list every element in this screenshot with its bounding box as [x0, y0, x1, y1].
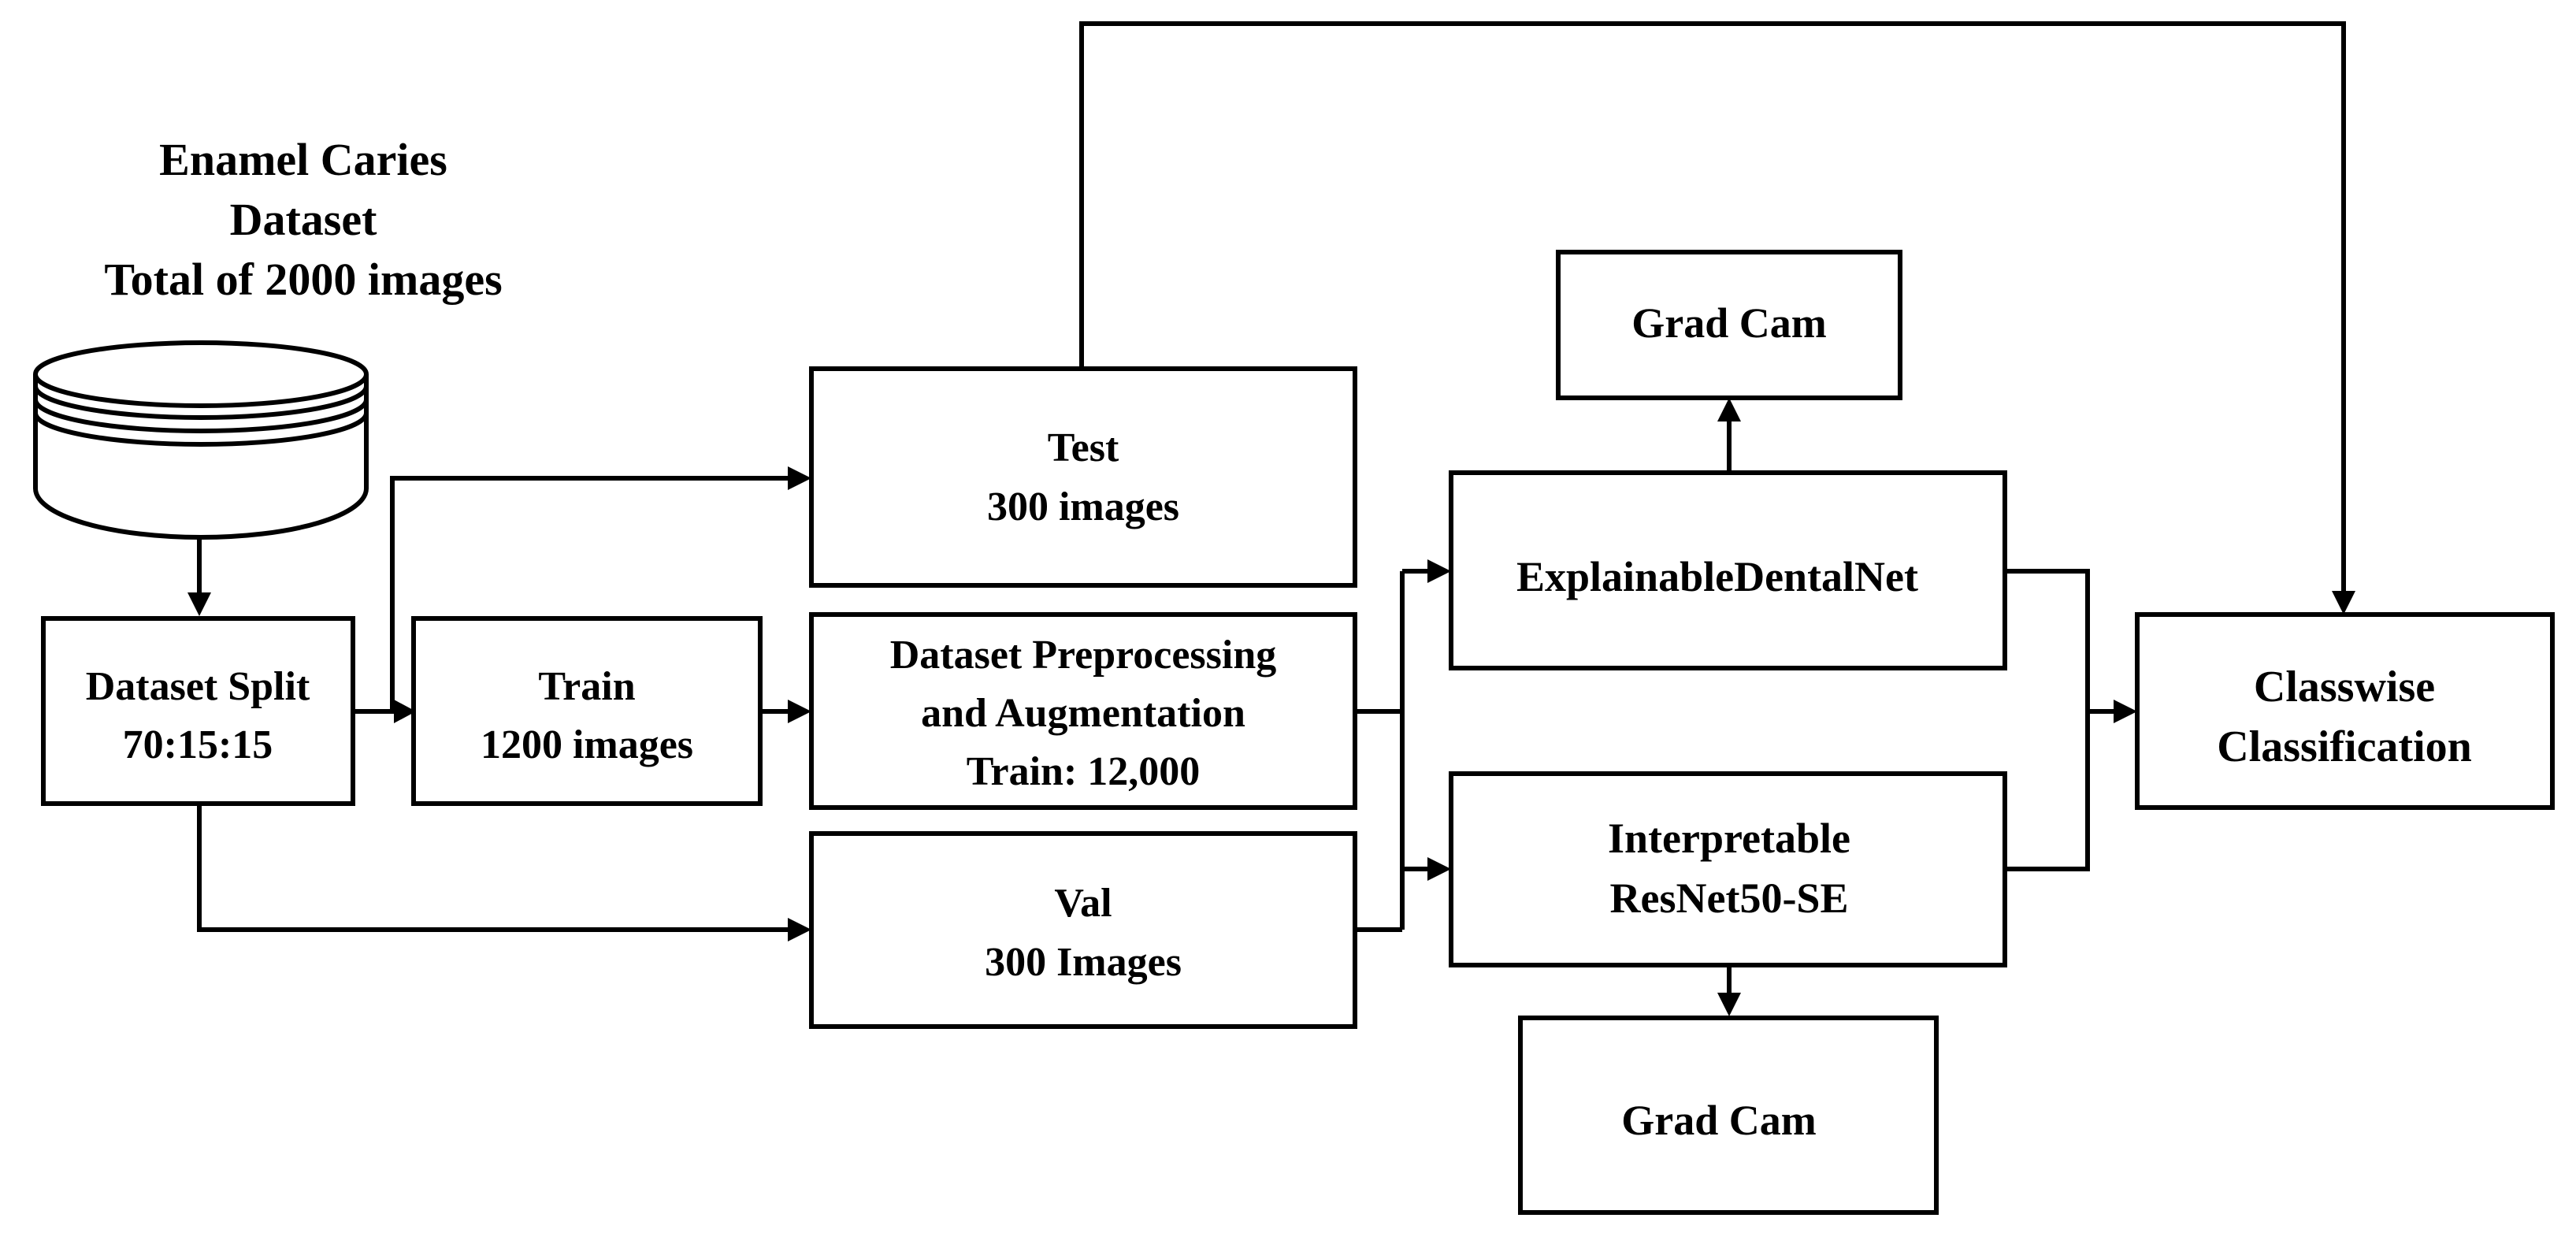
val-label-line1: Val: [1054, 881, 1112, 926]
arrowhead-to-preprocess: [788, 700, 811, 723]
classification-label-line2: Classification: [2217, 722, 2472, 771]
node-interpretable-resnet: Interpretable ResNet50-SE: [1449, 771, 2007, 967]
arrowhead-to-interpretable: [1427, 857, 1451, 881]
test-label-line1: Test: [1048, 425, 1119, 470]
val-label-line2: 300 Images: [985, 940, 1182, 985]
dataset-title: Enamel Caries Dataset Total of 2000 imag…: [104, 134, 502, 305]
connector-split-val: [197, 804, 788, 932]
preprocess-label-line1: Dataset Preprocessing: [890, 633, 1277, 678]
node-dataset-split: Dataset Split 70:15:15: [41, 616, 355, 806]
arrowhead-to-classification: [2114, 700, 2137, 723]
connector-explainable-out: [2005, 569, 2090, 871]
train-label-line1: Train: [538, 664, 635, 709]
arrowhead-split-train: [394, 700, 416, 723]
gradcam-bottom-label: Grad Cam: [1621, 1097, 1817, 1144]
dataset-title-line1: Enamel Caries: [159, 134, 447, 185]
dataset-title-line2: Dataset: [230, 194, 378, 245]
node-train: Train 1200 images: [411, 616, 763, 806]
arrowhead-to-test: [788, 466, 811, 490]
node-gradcam-bottom: Grad Cam: [1518, 1016, 1939, 1215]
arrowhead-to-gradcam-bottom: [1717, 993, 1741, 1016]
node-explainable-dentalnet: ExplainableDentalNet: [1449, 470, 2007, 670]
dataset-title-line3: Total of 2000 images: [104, 254, 502, 305]
test-label-line2: 300 images: [987, 485, 1179, 529]
interpretable-label-line2: ResNet50-SE: [1610, 875, 1849, 922]
connectors: [187, 21, 2355, 1016]
node-preprocessing: Dataset Preprocessing and Augmentation T…: [809, 612, 1357, 810]
gradcam-top-label: Grad Cam: [1631, 299, 1827, 347]
database-icon: [33, 340, 369, 540]
connector-branch-vertical: [390, 476, 788, 711]
split-label-line1: Dataset Split: [86, 664, 310, 709]
arrowhead-test-to-classification: [2332, 591, 2355, 615]
arrowhead-to-val: [788, 918, 811, 941]
node-val: Val 300 Images: [809, 831, 1357, 1029]
explainable-label: ExplainableDentalNet: [1516, 553, 1918, 600]
preprocess-label-line3: Train: 12,000: [967, 749, 1201, 794]
classification-label-line1: Classwise: [2254, 663, 2435, 711]
arrowhead-db-split: [187, 592, 211, 616]
connector-test-classification: [1079, 21, 2346, 592]
interpretable-label-line1: Interpretable: [1608, 815, 1850, 862]
node-test: Test 300 images: [809, 366, 1357, 588]
train-label-line2: 1200 images: [481, 722, 693, 767]
preprocess-label-line2: and Augmentation: [921, 691, 1245, 736]
arrowhead-to-explainable: [1427, 559, 1451, 583]
node-classwise-classification: Classwise Classification: [2135, 612, 2555, 810]
split-label-line2: 70:15:15: [123, 722, 273, 767]
node-gradcam-top: Grad Cam: [1556, 250, 1902, 400]
arrowhead-to-gradcam-top: [1717, 398, 1741, 421]
